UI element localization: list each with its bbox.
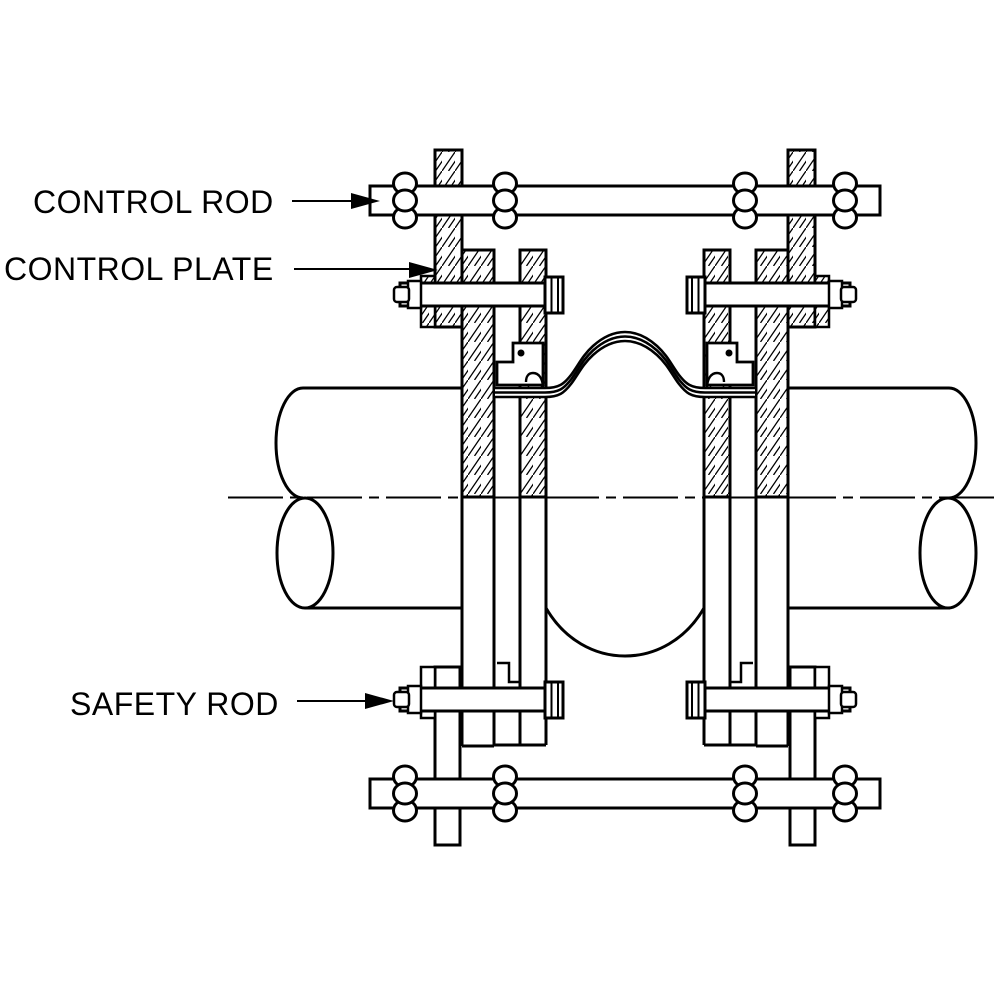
- nut-stack: [392, 171, 418, 230]
- label-safety-rod: SAFETY ROD: [70, 686, 394, 722]
- label-control-rod: CONTROL ROD: [33, 184, 380, 220]
- rubber-bead-left: [524, 371, 545, 389]
- pipe-break-left-end: [275, 496, 335, 610]
- pipe: [274, 386, 978, 610]
- retainer-hole-left: [517, 349, 525, 357]
- control-rod-bottom: [368, 764, 882, 823]
- bellows-arch: [495, 330, 755, 399]
- control-plate-label: CONTROL PLATE: [4, 251, 274, 287]
- nut-stack: [732, 171, 758, 230]
- rubber-bead-right: [705, 371, 726, 389]
- nut-stack: [832, 764, 858, 823]
- safety-rod-label: SAFETY ROD: [70, 686, 279, 722]
- control-plate-arrowhead: [409, 262, 438, 278]
- retaining-ring-left: [495, 341, 545, 389]
- pipe-break-right-end: [918, 496, 978, 610]
- nut-stack: [732, 764, 758, 823]
- retaining-ring-right: [705, 341, 755, 389]
- safety-rod-arrowhead: [365, 693, 394, 709]
- control-rod-arrowhead: [351, 193, 380, 209]
- bellows-lower-bulge: [544, 607, 706, 658]
- nut-stack: [492, 764, 518, 823]
- nut-stack: [492, 171, 518, 230]
- control-rod-label: CONTROL ROD: [33, 184, 274, 220]
- retainer-step-lower-right: [730, 661, 753, 684]
- nut-stack: [392, 764, 418, 823]
- label-control-plate: CONTROL PLATE: [4, 251, 438, 287]
- retainer-step-lower-left: [497, 661, 520, 684]
- nut-stack: [832, 171, 858, 230]
- pipe-break-right-arc: [948, 386, 978, 500]
- pipe-break-left-arc: [274, 386, 304, 500]
- retainer-hole-right: [725, 349, 733, 357]
